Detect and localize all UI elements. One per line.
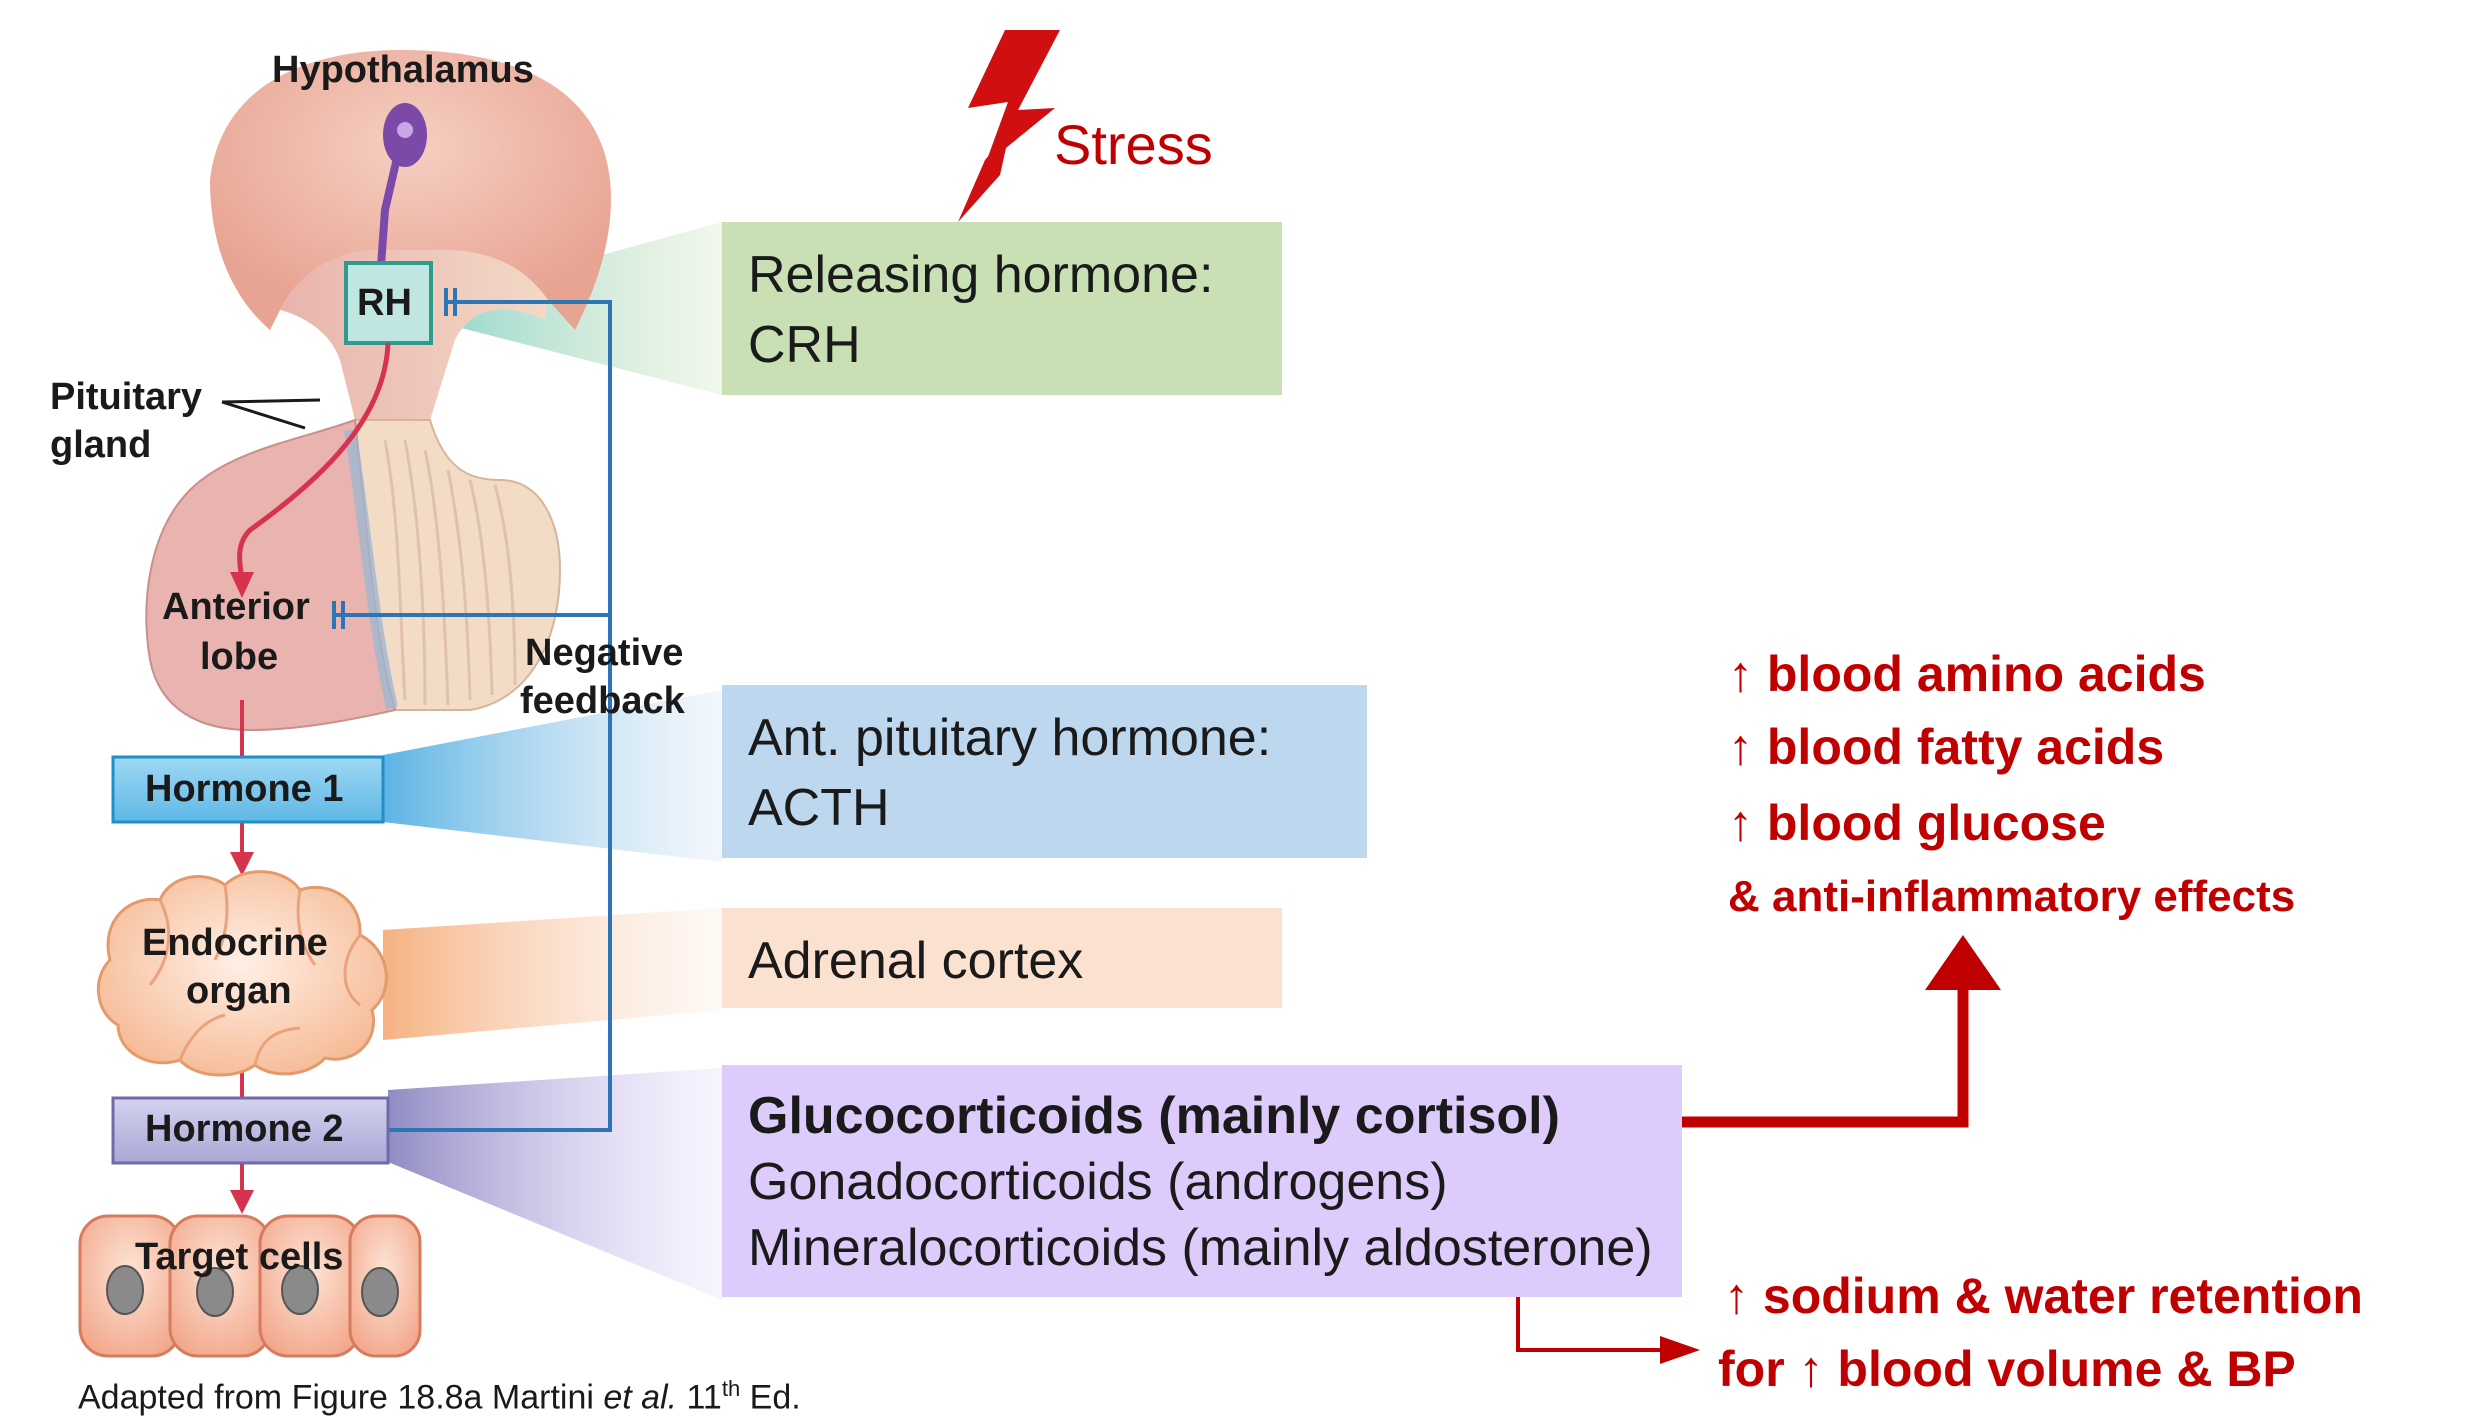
adrenal-cortex-box: Adrenal cortex xyxy=(722,908,1282,1008)
pars-intermedia xyxy=(344,429,398,710)
rh-to-anterior-arrow xyxy=(237,342,391,581)
mineralocorticoids-label: Mineralocorticoids (mainly aldosterone) xyxy=(748,1219,1653,1277)
caption-prefix: Adapted from Figure 18.8a Martini xyxy=(78,1378,604,1417)
brain-illustration xyxy=(145,50,611,732)
stress-label: Stress xyxy=(1054,113,1213,176)
hormone2-label: Hormone 2 xyxy=(145,1108,344,1150)
ant-pituitary-hormone-box: Ant. pituitary hormone: ACTH xyxy=(722,685,1367,858)
neuron-axon xyxy=(376,144,404,281)
stress-bolt-tail xyxy=(958,130,1010,222)
stress-lightning-icon xyxy=(968,30,1060,165)
effect-anti-inflammatory: & anti-inflammatory effects xyxy=(1728,872,2296,921)
pituitary-pointer-lines xyxy=(221,398,321,430)
feedback-inhibit-marks xyxy=(332,288,457,629)
anterior-label-line2: lobe xyxy=(200,636,279,678)
pituitary-label-line1: Pituitary xyxy=(50,376,203,418)
neuron-nucleus xyxy=(397,122,413,138)
target-cells-label: Target cells xyxy=(135,1236,344,1278)
glucocorticoid-effect-arrow xyxy=(1598,935,2001,1128)
rh-box xyxy=(344,261,433,345)
hormone1-label: Hormone 1 xyxy=(145,768,344,810)
anterior-label-line1: Anterior xyxy=(162,586,310,628)
hypothalamus-tissue xyxy=(210,50,611,330)
caption-sup: th xyxy=(721,1376,741,1401)
hormone1-fan-connector xyxy=(383,690,722,862)
caption-suffix: Ed. xyxy=(740,1378,801,1417)
negative-feedback-loop xyxy=(335,300,612,1132)
caption-italic: et al. xyxy=(603,1378,678,1417)
endocrine-label-line1: Endocrine xyxy=(142,922,328,964)
rh-arrowhead xyxy=(230,572,254,598)
releasing-hormone-box: Releasing hormone: CRH xyxy=(722,222,1282,395)
hormone1-box xyxy=(111,755,385,824)
effect-sodium-water: ↑ sodium & water retention xyxy=(1724,1268,2363,1324)
releasing-hormone-name: CRH xyxy=(748,316,861,374)
endocrine-organ-illustration xyxy=(96,870,388,1077)
hypothalamus-label: Hypothalamus xyxy=(272,49,534,91)
caption-number: 11 xyxy=(677,1378,722,1417)
chain-arrows xyxy=(230,700,254,1214)
rh-label: RH xyxy=(357,282,412,324)
ant-pituitary-name: ACTH xyxy=(748,779,890,837)
posterior-striations xyxy=(383,439,517,706)
effect-fatty-acids: ↑ blood fatty acids xyxy=(1728,719,2165,775)
effect-amino-acids: ↑ blood amino acids xyxy=(1728,646,2206,702)
endocrine-label-line2: organ xyxy=(186,970,292,1012)
corticoids-box: Glucocorticoids (mainly cortisol) Gonado… xyxy=(722,1065,1682,1297)
negative-feedback-label-line1: Negative xyxy=(525,632,684,674)
hormone2-fan-connector xyxy=(388,1068,722,1300)
effect-blood-volume: for ↑ blood volume & BP xyxy=(1718,1341,2296,1397)
gonadocorticoids-label: Gonadocorticoids (androgens) xyxy=(748,1153,1448,1211)
adrenal-cortex-label: Adrenal cortex xyxy=(748,932,1084,990)
ant-pituitary-title: Ant. pituitary hormone: xyxy=(748,709,1272,767)
target-cells-illustration xyxy=(78,1214,422,1358)
pituitary-label-line2: gland xyxy=(50,424,152,466)
endocrine-fan-connector xyxy=(383,908,722,1040)
glucocorticoids-label: Glucocorticoids (mainly cortisol) xyxy=(748,1087,1560,1145)
effect-glucose: ↑ blood glucose xyxy=(1728,795,2106,851)
mineralocorticoid-effect-arrow xyxy=(1516,1280,1700,1364)
negative-feedback-label-line2: feedback xyxy=(520,680,685,722)
figure-caption: Adapted from Figure 18.8a Martini et al.… xyxy=(78,1376,801,1417)
releasing-hormone-title: Releasing hormone: xyxy=(748,246,1214,304)
hormone2-box xyxy=(111,1096,390,1165)
